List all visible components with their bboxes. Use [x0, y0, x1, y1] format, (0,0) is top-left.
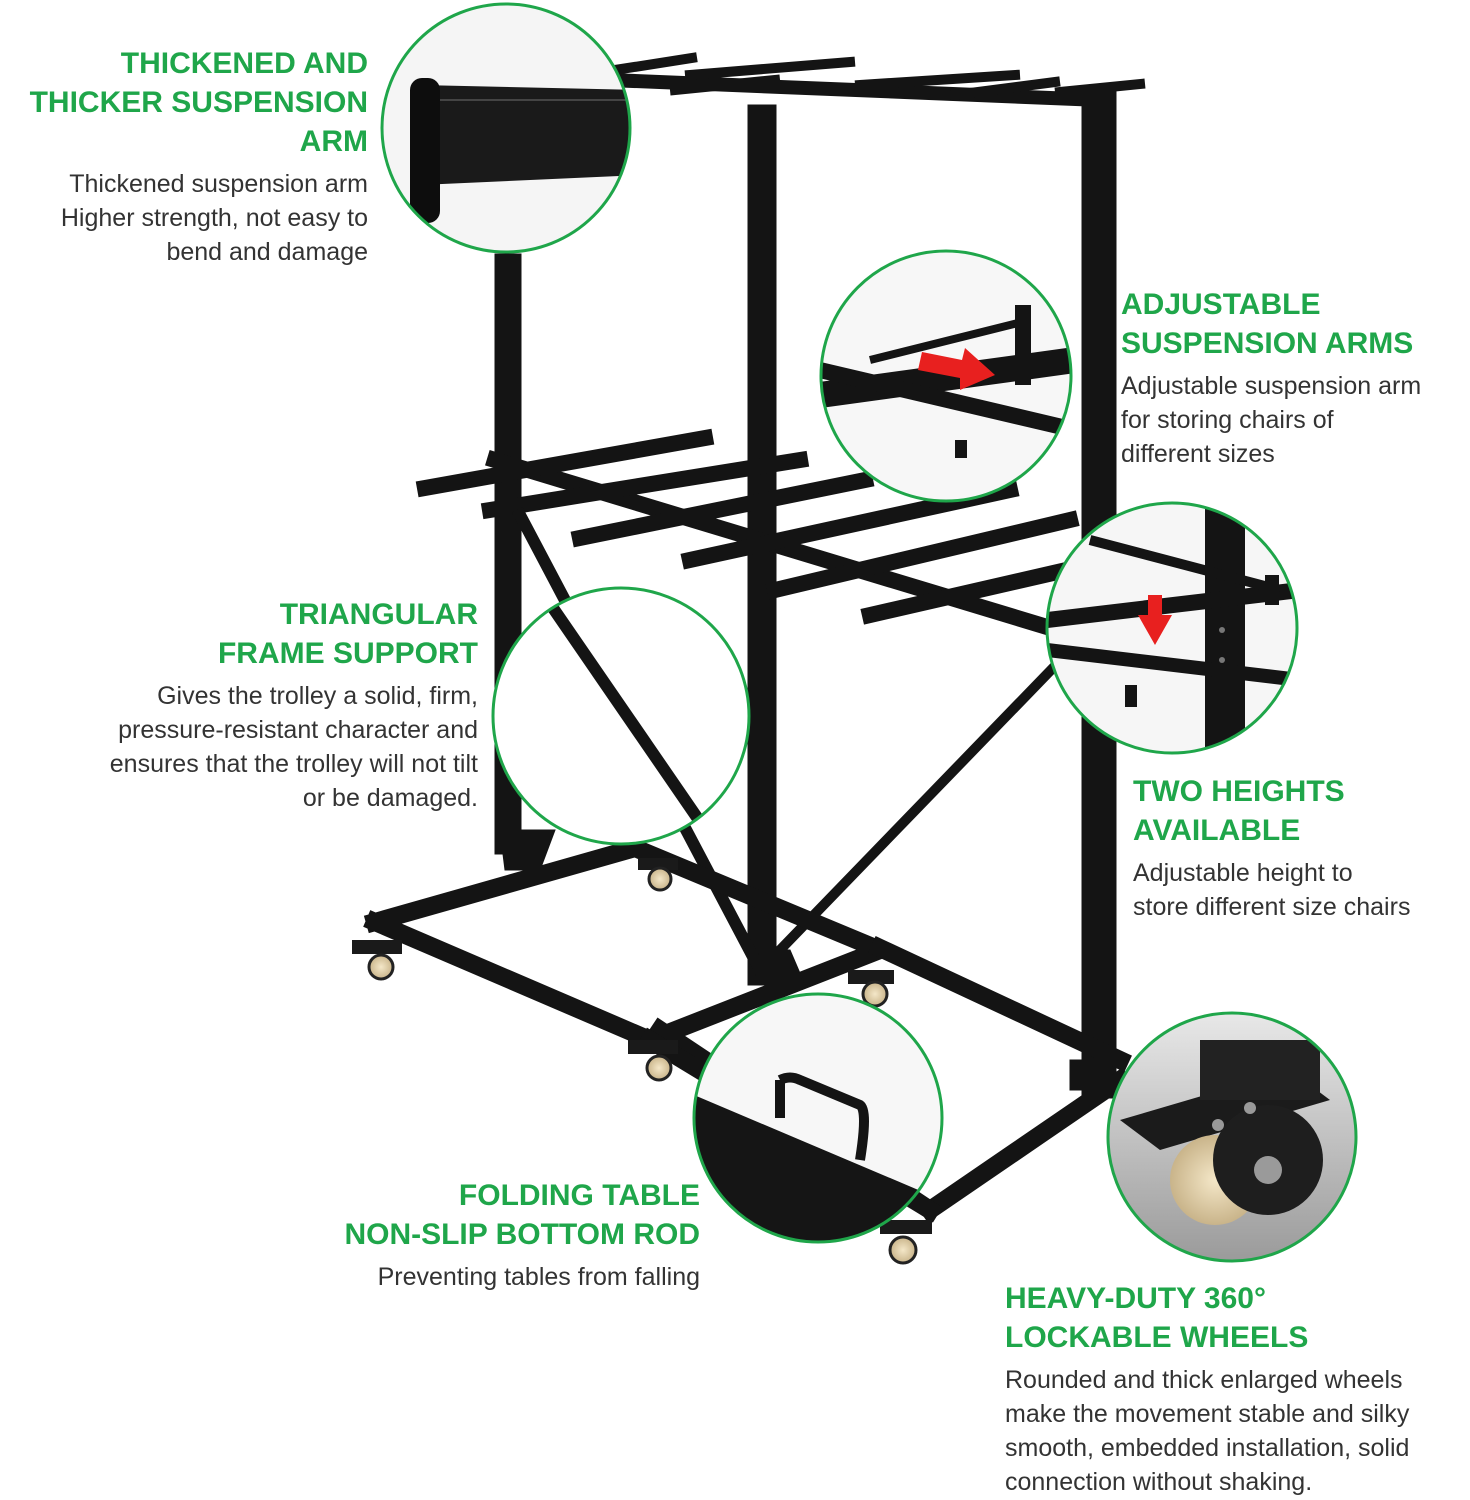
caster-wheels [352, 858, 932, 1265]
feature-adjustable-arms: ADJUSTABLE SUSPENSION ARMS Adjustable su… [1121, 285, 1466, 471]
caster-front-center [628, 1040, 678, 1082]
feature-title: TRIANGULAR FRAME SUPPORT [217, 598, 478, 670]
feature-two-heights: TWO HEIGHTS AVAILABLE Adjustable height … [1133, 772, 1463, 924]
detail-circle-suspension-arm [380, 2, 632, 254]
height-arrow [1138, 595, 1172, 645]
caster-front-right [880, 1220, 932, 1265]
caster-front-left [352, 940, 402, 981]
feature-description: Preventing tables from falling [377, 1263, 700, 1291]
feature-description: Adjustable height to store different siz… [1133, 859, 1411, 921]
feature-title: THICKENED AND THICKER SUSPENSION ARM [29, 47, 368, 158]
caster-rear-left [638, 858, 678, 892]
feature-description: Rounded and thick enlarged wheels make t… [1005, 1366, 1410, 1496]
feature-title: ADJUSTABLE SUSPENSION ARMS [1121, 288, 1414, 360]
feature-title: FOLDING TABLE NON-SLIP BOTTOM ROD [344, 1179, 700, 1251]
detail-circle-bottom-rod [692, 992, 944, 1244]
feature-title: TWO HEIGHTS AVAILABLE [1133, 775, 1345, 847]
feature-bottom-rod: FOLDING TABLE NON-SLIP BOTTOM ROD Preven… [300, 1176, 700, 1294]
feature-description: Adjustable suspension arm for storing ch… [1121, 372, 1422, 468]
feature-description: Gives the trolley a solid, firm, pressur… [109, 682, 478, 812]
feature-triangular-support: TRIANGULAR FRAME SUPPORT Gives the troll… [40, 595, 478, 815]
feature-suspension-arm: THICKENED AND THICKER SUSPENSION ARM Thi… [0, 44, 368, 269]
caster-rear-center [848, 970, 894, 1008]
adjust-arrow [918, 348, 995, 390]
detail-circle-adjustable-arms [819, 249, 1073, 503]
feature-wheels: HEAVY-DUTY 360° LOCKABLE WHEELS Rounded … [1005, 1279, 1467, 1499]
top-suspension-arms [609, 52, 1146, 101]
detail-circle-two-heights [1045, 501, 1299, 755]
feature-description: Thickened suspension arm Higher strength… [60, 170, 368, 266]
feature-title: HEAVY-DUTY 360° LOCKABLE WHEELS [1005, 1282, 1309, 1354]
detail-circle-wheel [1106, 1011, 1358, 1263]
